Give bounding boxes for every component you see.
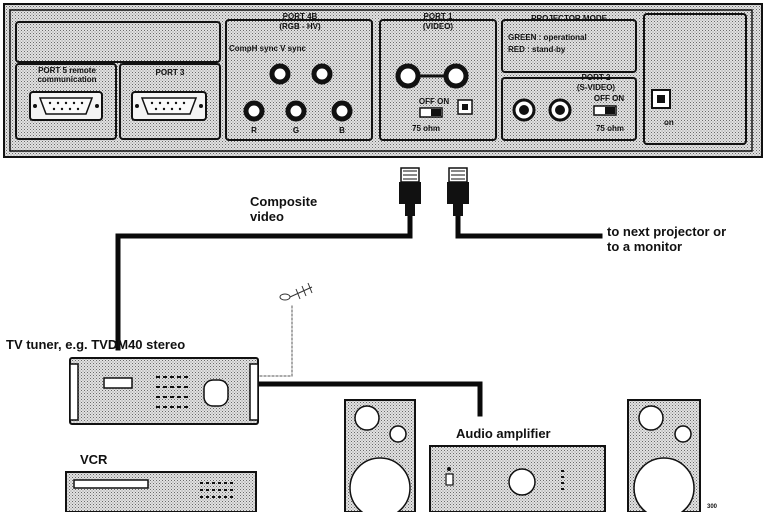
next-projector-label: to next projector or to a monitor: [607, 224, 727, 254]
switch-off-on-label: OFF ON: [418, 97, 450, 106]
port-rgb-title: PORT 4B: [282, 12, 318, 21]
audio-amplifier-label: Audio amplifier: [456, 426, 551, 441]
loop-through-cable: [455, 212, 603, 239]
tv-tuner-label: TV tuner, e.g. TVDM40 stereo: [6, 337, 186, 352]
bnc-v-sync: [311, 63, 333, 85]
blank-module: [15, 21, 221, 63]
ir-label: on: [664, 118, 674, 127]
bnc-video-out: [443, 63, 469, 89]
projector-mode-red: RED : stand-by: [508, 45, 566, 54]
bnc-connector-icon: [399, 167, 421, 216]
port2-switch-label: OFF ON: [593, 94, 625, 103]
port-3: [119, 63, 221, 140]
port-1-video: [379, 19, 497, 141]
s-video-connector-icon: [512, 98, 536, 122]
antenna-lead: [257, 305, 293, 377]
bnc-h-sync: [269, 63, 291, 85]
bnc-g: [285, 100, 307, 122]
port-rgb-hv: [225, 19, 373, 141]
port5-title: PORT 5 remote: [38, 66, 96, 75]
port2-ohm-label: 75 ohm: [595, 124, 624, 133]
vcr-device: [65, 471, 257, 513]
rgb-g-label: G: [292, 126, 300, 135]
audio-amplifier-device: [429, 445, 606, 513]
speaker-icon: [627, 399, 701, 517]
figure-number: 300: [707, 504, 718, 510]
rgb-r-label: R: [251, 126, 257, 135]
port-2-s-video: [501, 77, 637, 141]
projector-mode-box: [501, 19, 637, 73]
port2-title: PORT 2: [581, 73, 611, 82]
bnc-r: [243, 100, 265, 122]
power-module: [643, 13, 747, 145]
port5-subtitle: communication: [37, 75, 97, 84]
bnc-b: [331, 100, 353, 122]
port-video-title: PORT 1: [423, 12, 453, 21]
port-video-subtitle: (VIDEO): [422, 22, 454, 31]
bnc-connector-icon: [447, 167, 469, 216]
ohm-label: 75 ohm: [412, 124, 441, 133]
antenna-icon: [279, 282, 313, 301]
port3-title: PORT 3: [155, 68, 185, 77]
port-rgb-sync-labels: CompH sync V sync: [229, 44, 306, 53]
bnc-video-in: [395, 63, 421, 89]
tv-tuner-device: [69, 357, 259, 425]
s-video-connector-icon: [548, 98, 572, 122]
projector-mode-green: GREEN : operational: [508, 33, 587, 42]
projector-mode-title: PROJECTOR MODE: [531, 14, 607, 23]
sub-d-connector-icon: [131, 91, 207, 121]
cables: [115, 212, 603, 417]
audio-cable: [255, 381, 483, 417]
projector-back-panel: [3, 3, 763, 158]
port-rgb-subtitle: (RGB - HV): [279, 22, 321, 31]
port-5-remote: [15, 63, 117, 140]
composite-video-label: Composite video: [250, 194, 318, 224]
vcr-label: VCR: [80, 452, 108, 467]
speaker-icon: [344, 399, 416, 517]
rgb-b-label: B: [339, 126, 345, 135]
sub-d-connector-icon: [29, 91, 103, 121]
port2-subtitle: (S-VIDEO): [576, 83, 616, 92]
composite-video-cable: [115, 212, 413, 351]
